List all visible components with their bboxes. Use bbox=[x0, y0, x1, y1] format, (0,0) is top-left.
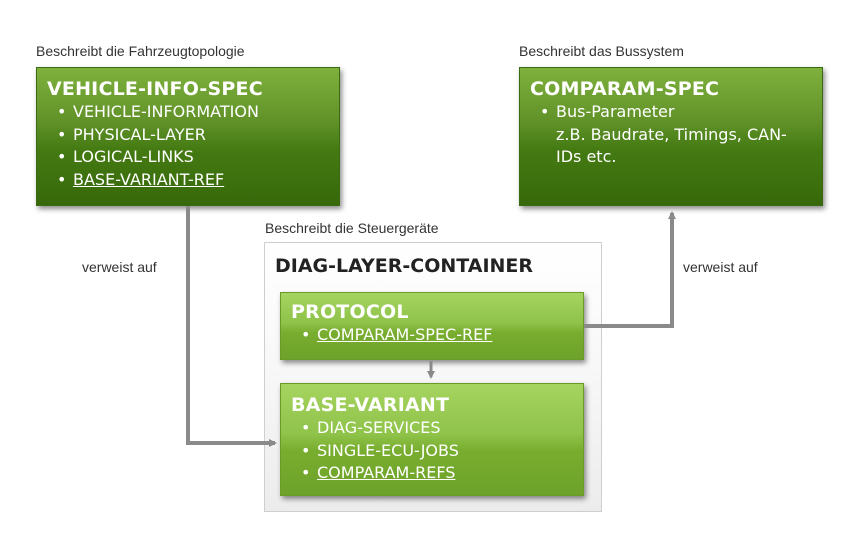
protocol-list: COMPARAM-SPEC-REF bbox=[291, 324, 573, 347]
list-item-continuation: z.B. Baudrate, Timings, CAN- bbox=[556, 124, 787, 144]
base-variant-box: BASE-VARIANT DIAG-SERVICES SINGLE-ECU-JO… bbox=[280, 383, 584, 496]
comparam-spec-list: Bus-Parameter z.B. Baudrate, Timings, CA… bbox=[530, 101, 812, 169]
list-item: PHYSICAL-LAYER bbox=[47, 124, 329, 147]
left-arrow-label: verweist auf bbox=[82, 259, 157, 275]
protocol-box: PROTOCOL COMPARAM-SPEC-REF bbox=[280, 292, 584, 360]
comparam-spec-caption: Beschreibt das Bussystem bbox=[519, 43, 684, 59]
container-caption: Beschreibt die Steuergeräte bbox=[265, 220, 439, 236]
comparam-spec-title: COMPARAM-SPEC bbox=[530, 78, 720, 100]
vehicle-info-spec-title: VEHICLE-INFO-SPEC bbox=[47, 78, 263, 100]
vehicle-info-spec-box: VEHICLE-INFO-SPEC VEHICLE-INFORMATION PH… bbox=[36, 67, 340, 206]
base-variant-ref-link[interactable]: BASE-VARIANT-REF bbox=[47, 169, 329, 192]
diag-layer-container-title: DIAG-LAYER-CONTAINER bbox=[275, 255, 534, 277]
protocol-title: PROTOCOL bbox=[291, 301, 409, 323]
list-item: LOGICAL-LINKS bbox=[47, 146, 329, 169]
comparam-spec-ref-link[interactable]: COMPARAM-SPEC-REF bbox=[291, 324, 573, 347]
arrow-comparam-spec-ref bbox=[584, 211, 676, 328]
base-variant-title: BASE-VARIANT bbox=[291, 394, 450, 416]
list-item: DIAG-SERVICES bbox=[291, 417, 573, 440]
comparam-refs-link[interactable]: COMPARAM-REFS bbox=[291, 462, 573, 485]
list-item-continuation: IDs etc. bbox=[556, 147, 617, 166]
right-arrow-label: verweist auf bbox=[683, 259, 758, 275]
list-item: Bus-Parameter bbox=[530, 101, 812, 124]
list-item: SINGLE-ECU-JOBS bbox=[291, 440, 573, 463]
vehicle-info-caption: Beschreibt die Fahrzeugtopologie bbox=[36, 43, 245, 59]
list-item: VEHICLE-INFORMATION bbox=[47, 101, 329, 124]
vehicle-info-spec-list: VEHICLE-INFORMATION PHYSICAL-LAYER LOGIC… bbox=[47, 101, 329, 191]
base-variant-list: DIAG-SERVICES SINGLE-ECU-JOBS COMPARAM-R… bbox=[291, 417, 573, 485]
arrow-base-variant-ref bbox=[186, 206, 277, 447]
comparam-spec-box: COMPARAM-SPEC Bus-Parameter z.B. Baudrat… bbox=[519, 67, 823, 206]
